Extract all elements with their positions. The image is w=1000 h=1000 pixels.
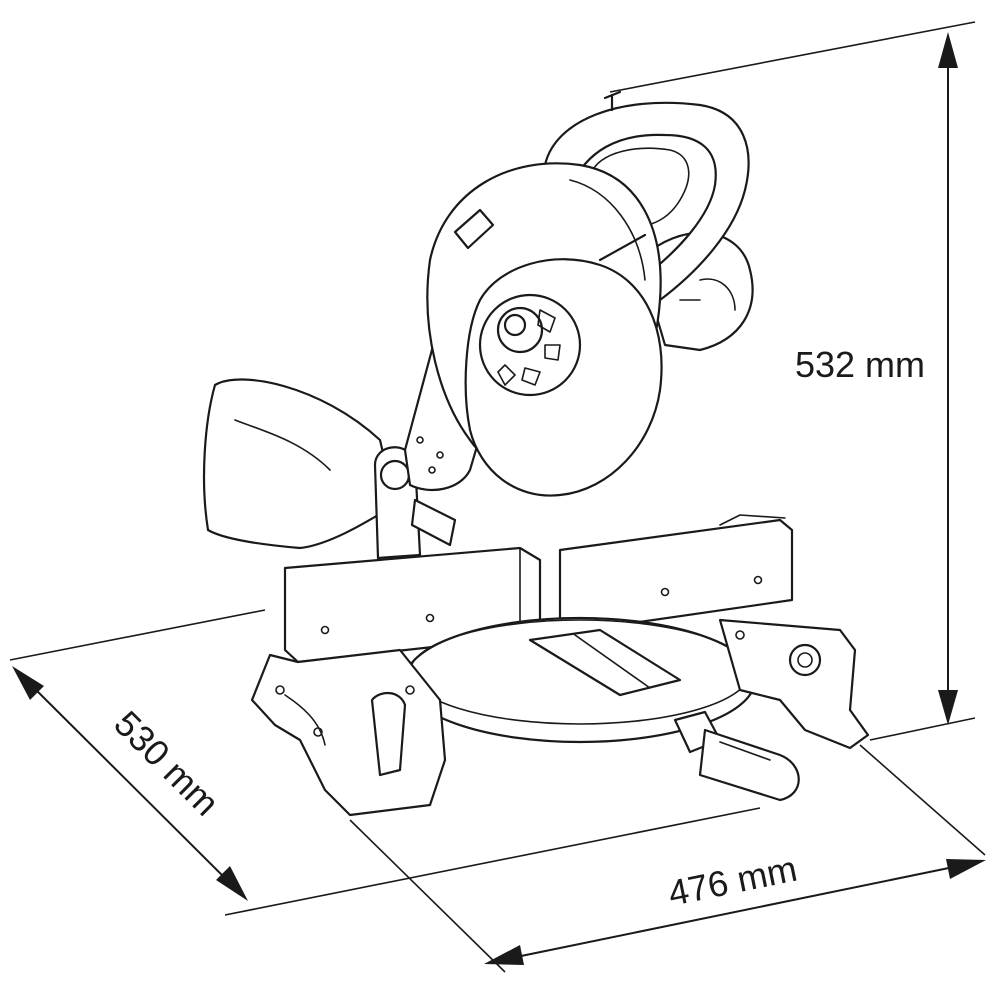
handle [543, 101, 750, 302]
height-dimension: 532 mm [609, 21, 976, 741]
dust-bag [202, 378, 397, 550]
base-right [718, 618, 870, 750]
width-arrow-left [484, 945, 524, 965]
depth-arrow-bottom [216, 866, 248, 901]
width-label: 476 mm [665, 848, 801, 914]
height-arrow-bottom [938, 690, 958, 725]
base [250, 648, 447, 817]
width-dimension: 476 mm [349, 744, 986, 973]
miter-lock-handle[interactable] [673, 710, 800, 802]
height-arrow-top [938, 32, 958, 68]
depth-label: 530 mm [106, 703, 227, 824]
miter-saw-illustration [202, 90, 870, 817]
height-label: 532 mm [795, 344, 925, 385]
clamp-post [370, 692, 407, 777]
depth-arrow-top [12, 666, 44, 700]
width-arrow-right [946, 859, 986, 879]
arbor-hub [478, 293, 582, 397]
